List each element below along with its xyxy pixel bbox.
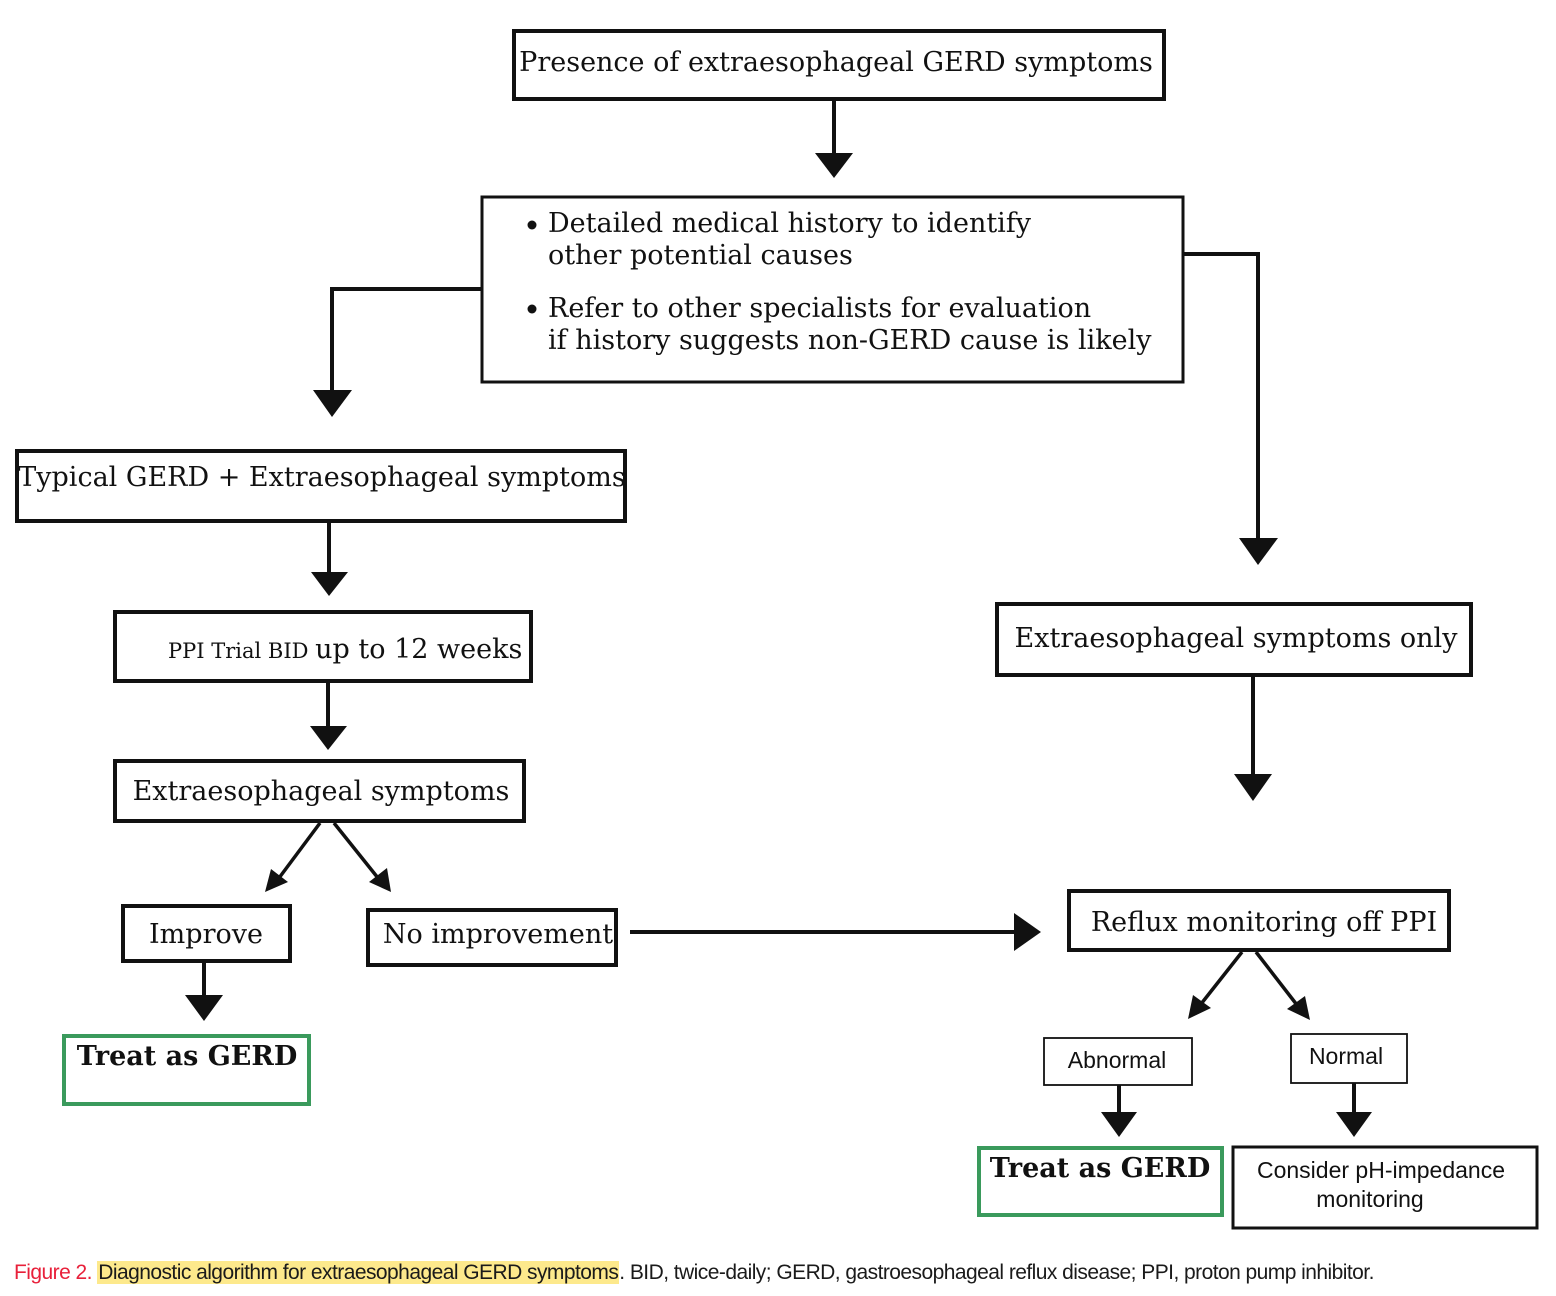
history-bullet-2-line1: Refer to other specialists for evaluatio… xyxy=(548,293,1091,324)
figure-caption: Figure 2. Diagnostic algorithm for extra… xyxy=(14,1259,1544,1287)
figure-abbreviations: . BID, twice-daily; GERD, gastroesophage… xyxy=(619,1261,1374,1284)
arrow-improve-to-treat xyxy=(185,961,223,1021)
history-bullet-2-line2: if history suggests non-GERD cause is li… xyxy=(548,325,1152,356)
node-reflux: Reflux monitoring off PPI xyxy=(1067,889,1451,952)
bullet-icon xyxy=(527,304,537,314)
arrow-presence-to-history xyxy=(815,99,853,178)
node-typical: Typical GERD + Extraesophageal symptoms xyxy=(15,449,627,523)
arrow-reflux-to-normal xyxy=(1254,950,1310,1020)
arrow-history-to-typical xyxy=(313,287,482,417)
figure-label: Figure 2. xyxy=(14,1261,92,1284)
node-treat-left-text: Treat as GERD xyxy=(77,1041,297,1072)
history-bullet-1-line1: Detailed medical history to identify xyxy=(548,208,1032,239)
arrow-ppi-to-extra xyxy=(310,681,347,750)
arrow-typical-to-ppi xyxy=(311,521,348,596)
node-abnormal: Abnormal xyxy=(1043,1037,1193,1086)
node-typical-text: Typical GERD + Extraesophageal symptoms xyxy=(18,462,625,493)
node-treat-right-text: Treat as GERD xyxy=(990,1153,1210,1184)
node-normal-text: Normal xyxy=(1309,1043,1383,1069)
node-treat-right: Treat as GERD xyxy=(977,1146,1224,1217)
history-bullet-1-line2: other potential causes xyxy=(548,240,853,271)
node-presence: Presence of extraesophageal GERD symptom… xyxy=(512,29,1166,101)
node-improve-text: Improve xyxy=(149,919,263,950)
arrow-reflux-to-abnormal xyxy=(1188,950,1244,1019)
node-improve: Improve xyxy=(121,904,292,963)
bullet-icon xyxy=(527,220,537,230)
node-consider-line1: Consider pH-impedance xyxy=(1257,1157,1505,1183)
node-ppi-trial-text: PPI Trial BID up to 12 weeks xyxy=(168,634,522,665)
flowchart: Presence of extraesophageal GERD symptom… xyxy=(15,29,1539,1230)
arrow-no-improvement-to-reflux xyxy=(630,913,1041,951)
node-abnormal-text: Abnormal xyxy=(1068,1047,1166,1073)
node-normal: Normal xyxy=(1290,1033,1408,1084)
arrow-normal-to-consider xyxy=(1336,1083,1372,1137)
node-no-improvement: No improvement xyxy=(366,908,618,967)
node-presence-text: Presence of extraesophageal GERD symptom… xyxy=(519,47,1153,78)
node-reflux-text: Reflux monitoring off PPI xyxy=(1091,907,1437,938)
node-extra-only-text: Extraesophageal symptoms only xyxy=(1015,623,1459,654)
figure-title: Diagnostic algorithm for extraesophageal… xyxy=(97,1261,620,1284)
node-extra-symptoms: Extraesophageal symptoms xyxy=(113,759,526,823)
node-consider: Consider pH-impedance monitoring xyxy=(1231,1145,1539,1230)
ppi-trial-small-text: PPI Trial BID xyxy=(168,639,315,663)
node-extra-symptoms-text: Extraesophageal symptoms xyxy=(133,776,510,807)
node-treat-left: Treat as GERD xyxy=(62,1034,311,1106)
node-ppi-trial: PPI Trial BID up to 12 weeks xyxy=(113,610,533,683)
ppi-trial-rest-text: up to 12 weeks xyxy=(315,634,522,665)
arrow-history-to-extra-only xyxy=(1183,252,1278,565)
arrow-extra-to-improve xyxy=(265,821,322,892)
arrow-extra-only-to-reflux xyxy=(1234,675,1272,801)
arrow-extra-to-no-improvement xyxy=(332,821,391,892)
node-consider-line2: monitoring xyxy=(1316,1186,1423,1212)
arrow-abnormal-to-treat xyxy=(1101,1085,1137,1137)
node-no-improvement-text: No improvement xyxy=(383,919,613,950)
node-extra-only: Extraesophageal symptoms only xyxy=(995,602,1473,677)
node-history: Detailed medical history to identify oth… xyxy=(480,195,1185,384)
